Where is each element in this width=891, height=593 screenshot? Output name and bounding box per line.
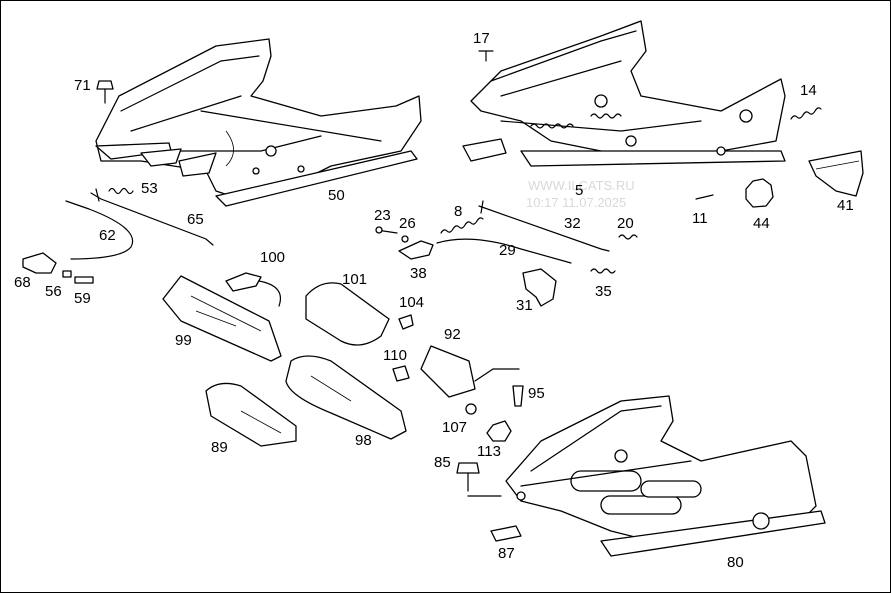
part-62-cable [65, 200, 134, 260]
part-80-seat-frame [505, 395, 826, 557]
callout-59: 59 [74, 290, 91, 307]
part-99-trim-cover [162, 275, 282, 362]
part-59-screw [74, 276, 94, 284]
callout-31: 31 [516, 297, 533, 314]
part-56-clip [62, 270, 72, 278]
callout-101: 101 [342, 271, 368, 288]
callout-89: 89 [211, 439, 228, 456]
callout-62: 62 [99, 227, 116, 244]
callout-98: 98 [355, 432, 372, 449]
callout-29: 29 [499, 242, 516, 259]
part-113-nut [486, 420, 512, 442]
part-104-clip [398, 314, 414, 330]
callout-56: 56 [45, 283, 62, 300]
callout-68: 68 [14, 274, 31, 291]
callout-26: 26 [399, 215, 416, 232]
watermark-timestamp: 10:17 11.07.2025 [526, 195, 627, 210]
callout-110: 110 [383, 347, 407, 364]
callout-85: 85 [434, 454, 451, 471]
callout-104: 104 [399, 294, 425, 311]
callout-71: 71 [74, 77, 91, 94]
part-20-spring [618, 234, 638, 240]
part-101-cover [305, 282, 390, 346]
part-95-screw [512, 385, 524, 407]
callout-32: 32 [564, 215, 581, 232]
callout-38: 38 [410, 265, 427, 282]
callout-8: 8 [454, 203, 463, 220]
callout-92: 92 [444, 326, 461, 343]
part-26-washer [401, 235, 409, 243]
part-71-bolt [96, 80, 114, 104]
part-85-bolt [456, 462, 480, 474]
callout-20: 20 [617, 215, 634, 232]
part-38-lever [398, 240, 434, 260]
callout-14: 14 [800, 82, 817, 99]
part-31-bracket [522, 268, 557, 307]
callout-80: 80 [727, 554, 744, 571]
callout-100: 100 [260, 249, 286, 266]
callout-65: 65 [187, 211, 204, 228]
callout-44: 44 [753, 215, 770, 232]
callout-5: 5 [575, 182, 584, 199]
callout-53: 53 [141, 180, 158, 197]
part-92-plate [420, 345, 476, 398]
part-53-spring [108, 187, 134, 195]
part-41-cover [808, 150, 864, 197]
part-14-spring [790, 107, 822, 120]
callout-95: 95 [528, 385, 545, 402]
watermark-site: WWW.ILCATS.RU [528, 178, 635, 193]
callout-17: 17 [473, 30, 490, 47]
callout-41: 41 [837, 197, 854, 214]
part-107-washer [465, 403, 477, 415]
callout-107: 107 [442, 419, 468, 436]
part-8-spring [440, 217, 484, 234]
part-35-spring [590, 268, 616, 274]
callout-11: 11 [692, 210, 708, 227]
part-100-harness [225, 272, 262, 292]
part-89-cover [205, 382, 297, 447]
part-11-pin [695, 194, 714, 200]
part-17-screw [478, 50, 494, 62]
part-65-rod [90, 192, 214, 246]
part-29-cable [436, 238, 572, 264]
part-32-rod [478, 205, 610, 252]
callout-23: 23 [374, 207, 391, 224]
callout-87: 87 [498, 545, 515, 562]
part-44-knob [745, 178, 774, 208]
part-68-handle [22, 252, 57, 274]
callout-99: 99 [175, 332, 192, 349]
part-87-bracket [490, 525, 522, 542]
part-50-seat-frame [95, 38, 422, 207]
part-110-clip [392, 365, 410, 382]
part-5-seat-frame [462, 20, 786, 167]
callout-113: 113 [477, 443, 501, 460]
callout-35: 35 [595, 283, 612, 300]
callout-50: 50 [328, 187, 345, 204]
